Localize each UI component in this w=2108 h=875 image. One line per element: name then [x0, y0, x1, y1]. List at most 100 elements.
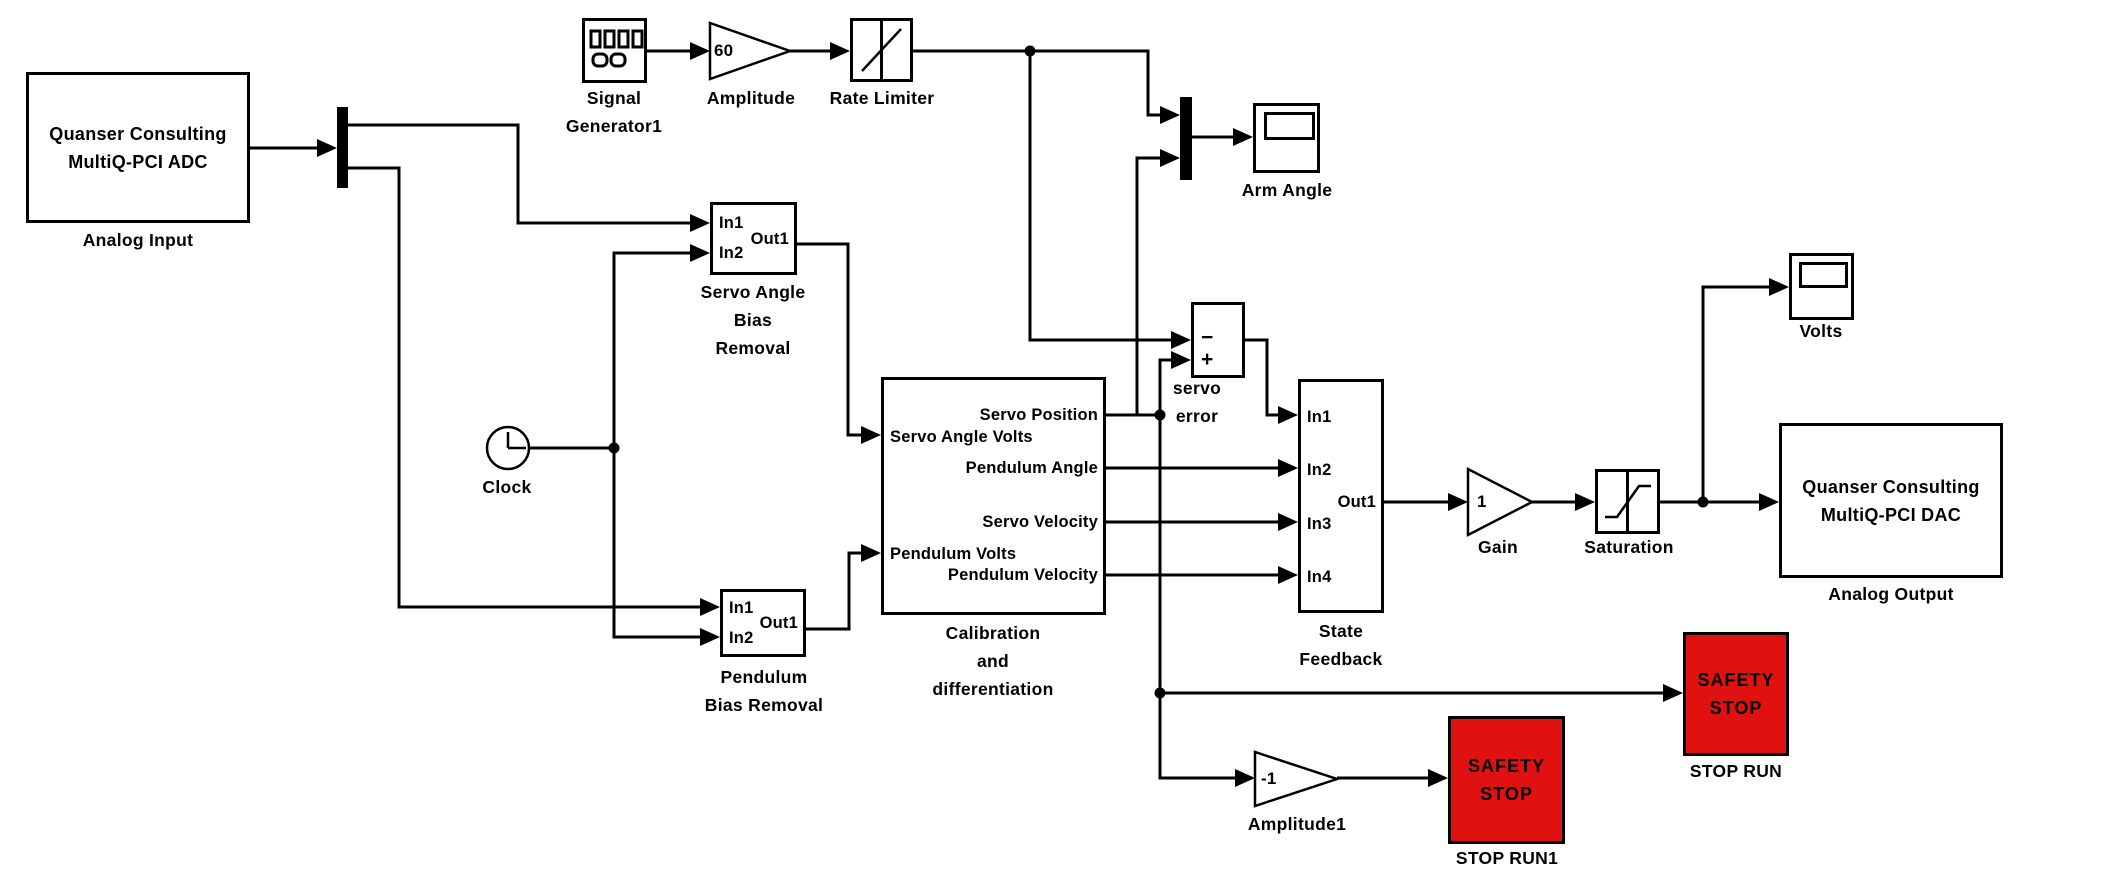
- clock-label: Clock: [482, 477, 532, 497]
- arrowhead: [1769, 278, 1789, 296]
- amplitude1-gain-triangle[interactable]: [1253, 750, 1341, 808]
- state-feedback-label: State Feedback: [1299, 621, 1383, 669]
- analog-output-label: Analog Output: [1828, 584, 1954, 604]
- wire: [1158, 358, 1172, 415]
- port-label-pendulum-angle: Pendulum Angle: [965, 459, 1098, 477]
- port-label-servo-angle-volts: Servo Angle Volts: [890, 428, 1033, 446]
- gain-triangle[interactable]: [1466, 466, 1535, 538]
- port-label-pendulum-volts: Pendulum Volts: [890, 545, 1017, 563]
- branch-dot: [1154, 687, 1166, 699]
- port-label-in2: In2: [719, 244, 744, 262]
- arrowhead: [1278, 459, 1298, 477]
- port-label-in1: In1: [729, 599, 754, 617]
- wire: [612, 251, 700, 639]
- arm-angle-scope-block[interactable]: [1253, 103, 1320, 173]
- arrowhead: [700, 598, 720, 616]
- port-label-in3: In3: [1307, 515, 1332, 533]
- port-label-in4: In4: [1307, 568, 1332, 586]
- rate-limiter-block[interactable]: [850, 18, 913, 82]
- rate-limiter-label: Rate Limiter: [829, 88, 935, 108]
- arrowhead: [1233, 128, 1253, 146]
- saturation-block[interactable]: [1595, 469, 1660, 534]
- wire: [1245, 338, 1280, 417]
- analog-input-block[interactable]: Quanser Consulting MultiQ-PCI ADC: [26, 72, 250, 223]
- mux-bar[interactable]: [1180, 97, 1192, 180]
- rate-limiter-icon: [861, 21, 902, 79]
- port-label-servo-velocity: Servo Velocity: [982, 513, 1098, 531]
- arrowhead: [830, 42, 850, 60]
- signal-generator-label: Signal Generator1: [565, 88, 663, 136]
- port-label-in1: In1: [719, 214, 744, 232]
- amplitude-gain-triangle[interactable]: [708, 21, 794, 81]
- amplitude1-gain-value: -1: [1261, 769, 1277, 788]
- arrowhead: [1171, 331, 1191, 349]
- arrowhead: [1448, 493, 1468, 511]
- gain-label: Gain: [1477, 537, 1519, 557]
- port-label-in1: In1: [1307, 408, 1332, 426]
- pendulum-bias-removal-block[interactable]: In1 In2 Out1: [720, 589, 806, 657]
- wire: [1158, 415, 1235, 780]
- servo-error-sum-block[interactable]: − +: [1191, 302, 1245, 378]
- wire: [913, 49, 1162, 117]
- wire: [1028, 51, 1172, 342]
- wire: [348, 166, 700, 609]
- stop-run1-label: STOP RUN1: [1455, 848, 1559, 868]
- amplitude-label: Amplitude: [706, 88, 796, 108]
- arrowhead: [1278, 566, 1298, 584]
- arrowhead: [1278, 513, 1298, 531]
- sum-minus-sign: −: [1201, 326, 1214, 349]
- arrowhead: [861, 426, 881, 444]
- saturation-icon: [1605, 472, 1651, 531]
- saturation-label: Saturation: [1584, 537, 1674, 557]
- gain-value: 1: [1477, 492, 1487, 511]
- wire: [1135, 156, 1162, 415]
- port-label-in2: In2: [1307, 461, 1332, 479]
- branch-dot: [1024, 45, 1036, 57]
- calibration-block[interactable]: Servo Angle Volts Pendulum Volts Servo P…: [881, 377, 1106, 615]
- signal-generator-block[interactable]: [582, 18, 647, 83]
- arrowhead: [1171, 351, 1191, 369]
- arrowhead: [1278, 406, 1298, 424]
- port-label-out1: Out1: [759, 614, 798, 632]
- servo-angle-bias-removal-block[interactable]: In1 In2 Out1: [710, 202, 797, 275]
- amplitude1-label: Amplitude1: [1247, 814, 1347, 834]
- arrowhead: [1235, 769, 1255, 787]
- arrowhead: [690, 42, 710, 60]
- branch-dot: [1154, 409, 1166, 421]
- volts-scope-block[interactable]: [1789, 253, 1854, 320]
- arrowhead: [1428, 769, 1448, 787]
- arrowhead: [317, 139, 337, 157]
- demux-bar[interactable]: [337, 107, 348, 188]
- arrowhead: [690, 244, 710, 262]
- amplitude-gain-value: 60: [714, 41, 734, 60]
- port-label-servo-position: Servo Position: [979, 406, 1098, 424]
- state-feedback-block[interactable]: In1 In2 In3 In4 Out1: [1298, 379, 1384, 613]
- pendulum-bias-removal-label: Pendulum Bias Removal: [704, 667, 824, 715]
- branch-dot: [608, 442, 620, 454]
- calibration-label: Calibration and differentiation: [932, 623, 1054, 699]
- clock-icon[interactable]: [485, 425, 531, 471]
- arrowhead: [1160, 106, 1180, 124]
- safety-stop-block[interactable]: SAFETY STOP: [1683, 632, 1789, 756]
- analog-input-label: Analog Input: [82, 230, 194, 250]
- port-label-in2: In2: [729, 629, 754, 647]
- arrowhead: [690, 214, 710, 232]
- signal-generator-icon: [589, 29, 644, 68]
- wire: [1701, 285, 1771, 502]
- branch-dot: [1697, 496, 1709, 508]
- analog-output-block[interactable]: Quanser Consulting MultiQ-PCI DAC: [1779, 423, 2003, 578]
- port-label-pendulum-velocity: Pendulum Velocity: [947, 566, 1098, 584]
- arm-angle-scope-label: Arm Angle: [1241, 180, 1333, 200]
- wire: [806, 551, 863, 631]
- servo-error-label: servo error: [1172, 378, 1222, 426]
- arrowhead: [1160, 149, 1180, 167]
- safety-stop1-block[interactable]: SAFETY STOP: [1448, 716, 1565, 844]
- arrowhead: [700, 628, 720, 646]
- arrowhead: [1663, 684, 1683, 702]
- volts-scope-label: Volts: [1799, 321, 1843, 341]
- scope-screen-icon: [1799, 262, 1848, 288]
- arrowhead: [1575, 493, 1595, 511]
- port-label-out1: Out1: [750, 230, 789, 248]
- sum-plus-sign: +: [1201, 348, 1214, 371]
